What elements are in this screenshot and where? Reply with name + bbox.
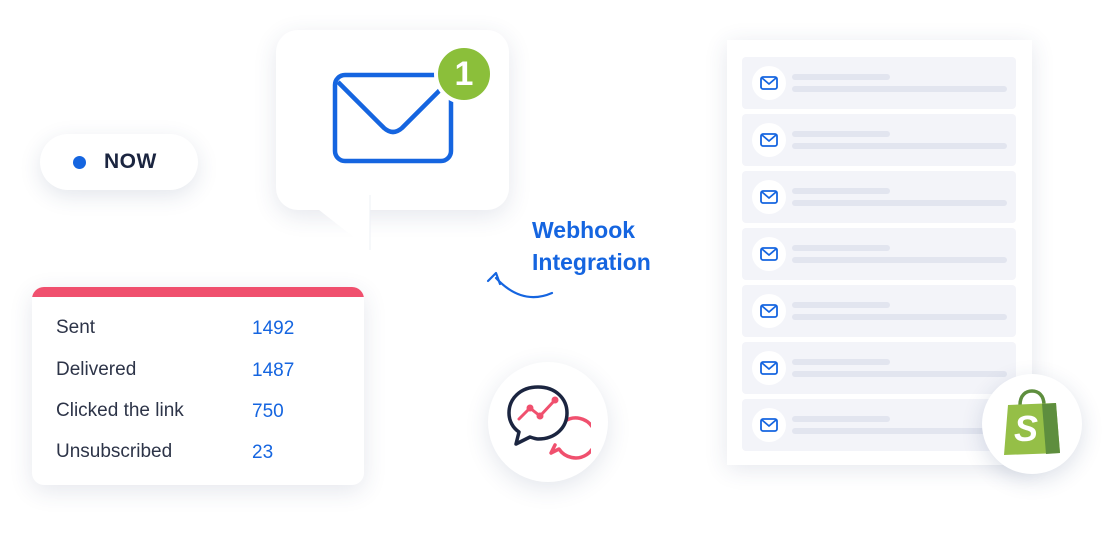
envelope-icon — [760, 304, 778, 318]
inbox-row — [742, 171, 1016, 223]
notification-count-badge: 1 — [434, 44, 494, 104]
inbox-row — [742, 342, 1016, 394]
stats-value-unsubscribed: 23 — [252, 442, 274, 463]
svg-text:S: S — [1014, 408, 1038, 449]
envelope-icon — [760, 76, 778, 90]
envelope-icon — [332, 72, 454, 164]
now-label: NOW — [104, 150, 157, 173]
stats-value-delivered: 1487 — [252, 360, 295, 381]
row-envelope-circle — [752, 294, 786, 328]
row-placeholder-line — [792, 188, 890, 194]
row-placeholder-line — [792, 371, 1007, 377]
campaign-stats-card: Sent 1492 Delivered 1487 Clicked the lin… — [32, 287, 364, 485]
stats-label-unsubscribed: Unsubscribed — [56, 441, 173, 462]
row-envelope-circle — [752, 180, 786, 214]
row-placeholder-line — [792, 86, 1007, 92]
inbox-row — [742, 228, 1016, 280]
row-placeholder-line — [792, 302, 890, 308]
stats-label-delivered: Delivered — [56, 359, 137, 380]
row-envelope-circle — [752, 351, 786, 385]
status-dot — [73, 155, 86, 169]
row-placeholder-line — [792, 200, 1007, 206]
row-placeholder-line — [792, 359, 890, 365]
chat-analytics-icon — [507, 385, 591, 460]
envelope-icon — [760, 418, 778, 432]
row-envelope-circle — [752, 237, 786, 271]
inbox-row — [742, 285, 1016, 337]
stats-header-bar — [32, 287, 364, 297]
inbox-row — [742, 114, 1016, 166]
webhook-integration-label: Webhook Integration — [532, 214, 651, 278]
row-envelope-circle — [752, 123, 786, 157]
row-placeholder-line — [792, 314, 1007, 320]
row-placeholder-line — [792, 428, 1007, 434]
inbox-row — [742, 399, 1016, 451]
webhook-label-line1: Webhook — [532, 217, 636, 243]
row-envelope-circle — [752, 66, 786, 100]
bubble-tail — [300, 195, 371, 250]
row-envelope-circle — [752, 408, 786, 442]
webhook-label-line2: Integration — [532, 249, 651, 275]
row-placeholder-line — [792, 131, 890, 137]
stats-label-sent: Sent — [56, 317, 96, 338]
envelope-icon — [760, 361, 778, 375]
row-placeholder-line — [792, 143, 1007, 149]
envelope-icon — [760, 247, 778, 261]
curved-arrow-icon — [486, 271, 554, 299]
row-placeholder-line — [792, 74, 890, 80]
stats-value-sent: 1492 — [252, 318, 295, 339]
inbox-row — [742, 57, 1016, 109]
stats-value-clicked: 750 — [252, 401, 284, 422]
row-placeholder-line — [792, 257, 1007, 263]
envelope-icon — [760, 133, 778, 147]
row-placeholder-line — [792, 416, 890, 422]
row-placeholder-line — [792, 245, 890, 251]
envelope-icon — [760, 190, 778, 204]
shopify-bag-icon: S — [1004, 389, 1060, 455]
now-status-pill: NOW — [40, 134, 198, 190]
stats-label-clicked: Clicked the link — [56, 400, 184, 421]
